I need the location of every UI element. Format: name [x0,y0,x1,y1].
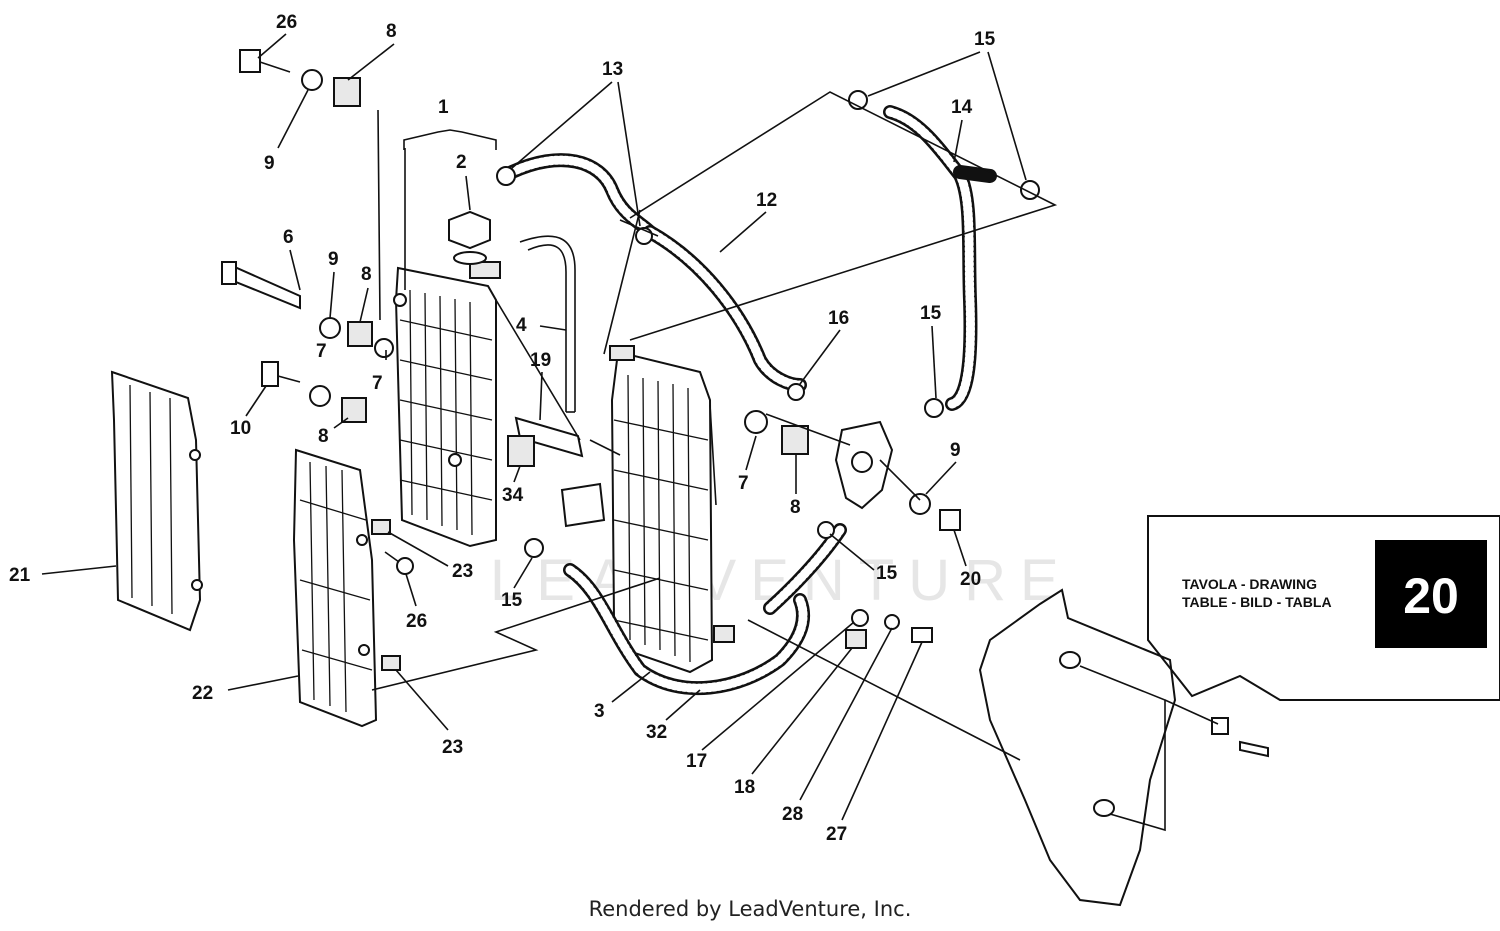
hose-clamp [787,383,805,401]
screw [911,627,933,643]
radiator-grille [292,448,378,728]
panel-label-line2: TABLE - BILD - TABLA [1182,594,1332,610]
callout-15d: 15 [876,563,898,584]
bolt-10 [261,361,279,387]
grommet [781,425,809,455]
callout-23b: 23 [442,737,463,758]
callout-15c: 15 [501,590,523,611]
callout-15b: 15 [920,303,942,324]
cover-nut [1211,717,1229,735]
callout-21: 21 [9,565,31,586]
callout-4: 4 [516,315,527,336]
overflow-tube [519,235,576,412]
o-ring [851,609,869,627]
washer [909,493,931,515]
callout-9c: 9 [950,440,961,461]
bushing [374,338,394,358]
callout-2: 2 [456,152,467,173]
hose-upper-left [505,153,657,239]
panel-label-line1: TAVOLA - DRAWING [1182,576,1317,592]
table-number: 20 [1403,568,1459,624]
callout-13: 13 [602,59,623,80]
grille-screw [384,551,414,575]
nut [939,509,961,531]
callout-8c: 8 [318,426,329,447]
radiator-right [609,345,735,674]
grille-clip-upper [371,519,391,535]
drawing-table-panel: TAVOLA - DRAWING TABLE - BILD - TABLA 20 [1147,515,1500,701]
hose-12 [643,225,807,392]
callout-9a: 9 [264,153,275,174]
callout-7b: 7 [372,373,383,394]
callout-20: 20 [960,569,981,590]
callout-1: 1 [438,97,449,118]
callout-17: 17 [686,751,707,772]
hose-clamp [524,538,544,558]
callout-28: 28 [782,804,803,825]
callout-22: 22 [192,683,213,704]
plug [845,629,867,649]
bushing [309,385,331,407]
callout-14: 14 [951,97,973,118]
callout-23a: 23 [452,561,473,582]
long-bolt [221,261,301,310]
bracket-clamp [560,482,606,528]
hose-pump-outlet [763,523,847,615]
washer [884,614,900,630]
radiator-shroud-left [110,370,203,632]
bolt-top [239,49,261,73]
radiator-left [393,261,501,548]
washer [301,69,323,91]
callout-12: 12 [756,190,777,211]
callout-26b: 26 [406,611,427,632]
callout-9b: 9 [328,249,339,270]
hose-32 [563,563,811,696]
grille-clip-lower [381,655,401,671]
callout-16: 16 [828,308,849,329]
grommet [347,321,373,347]
callout-8b: 8 [361,264,372,285]
callout-3: 3 [594,701,605,722]
callout-15a: 15 [974,29,996,50]
callout-7c: 7 [738,473,749,494]
side-cover [978,588,1177,907]
callout-19: 19 [530,350,551,371]
bushing [744,410,768,434]
callout-18: 18 [734,777,755,798]
callout-10: 10 [230,418,251,439]
bracket [507,435,535,467]
callout-27: 27 [826,824,847,845]
grommet [333,77,361,107]
callout-26a: 26 [276,12,297,33]
callout-7a: 7 [316,341,327,362]
hose-14 [883,105,997,411]
spacer-tube [514,416,584,458]
washer [319,317,341,339]
footer-credit: Rendered by LeadVenture, Inc. [588,897,912,921]
callout-34: 34 [502,485,524,506]
callout-8d: 8 [790,497,801,518]
grommet [341,397,367,423]
table-number-badge [1375,540,1487,648]
hose-clamp [496,166,516,186]
callout-32: 32 [646,722,667,743]
cover-bolt [1239,740,1269,758]
callout-8a: 8 [386,21,397,42]
hose-clamp [924,398,944,418]
radiator-cap [448,210,491,265]
callout-6: 6 [283,227,294,248]
